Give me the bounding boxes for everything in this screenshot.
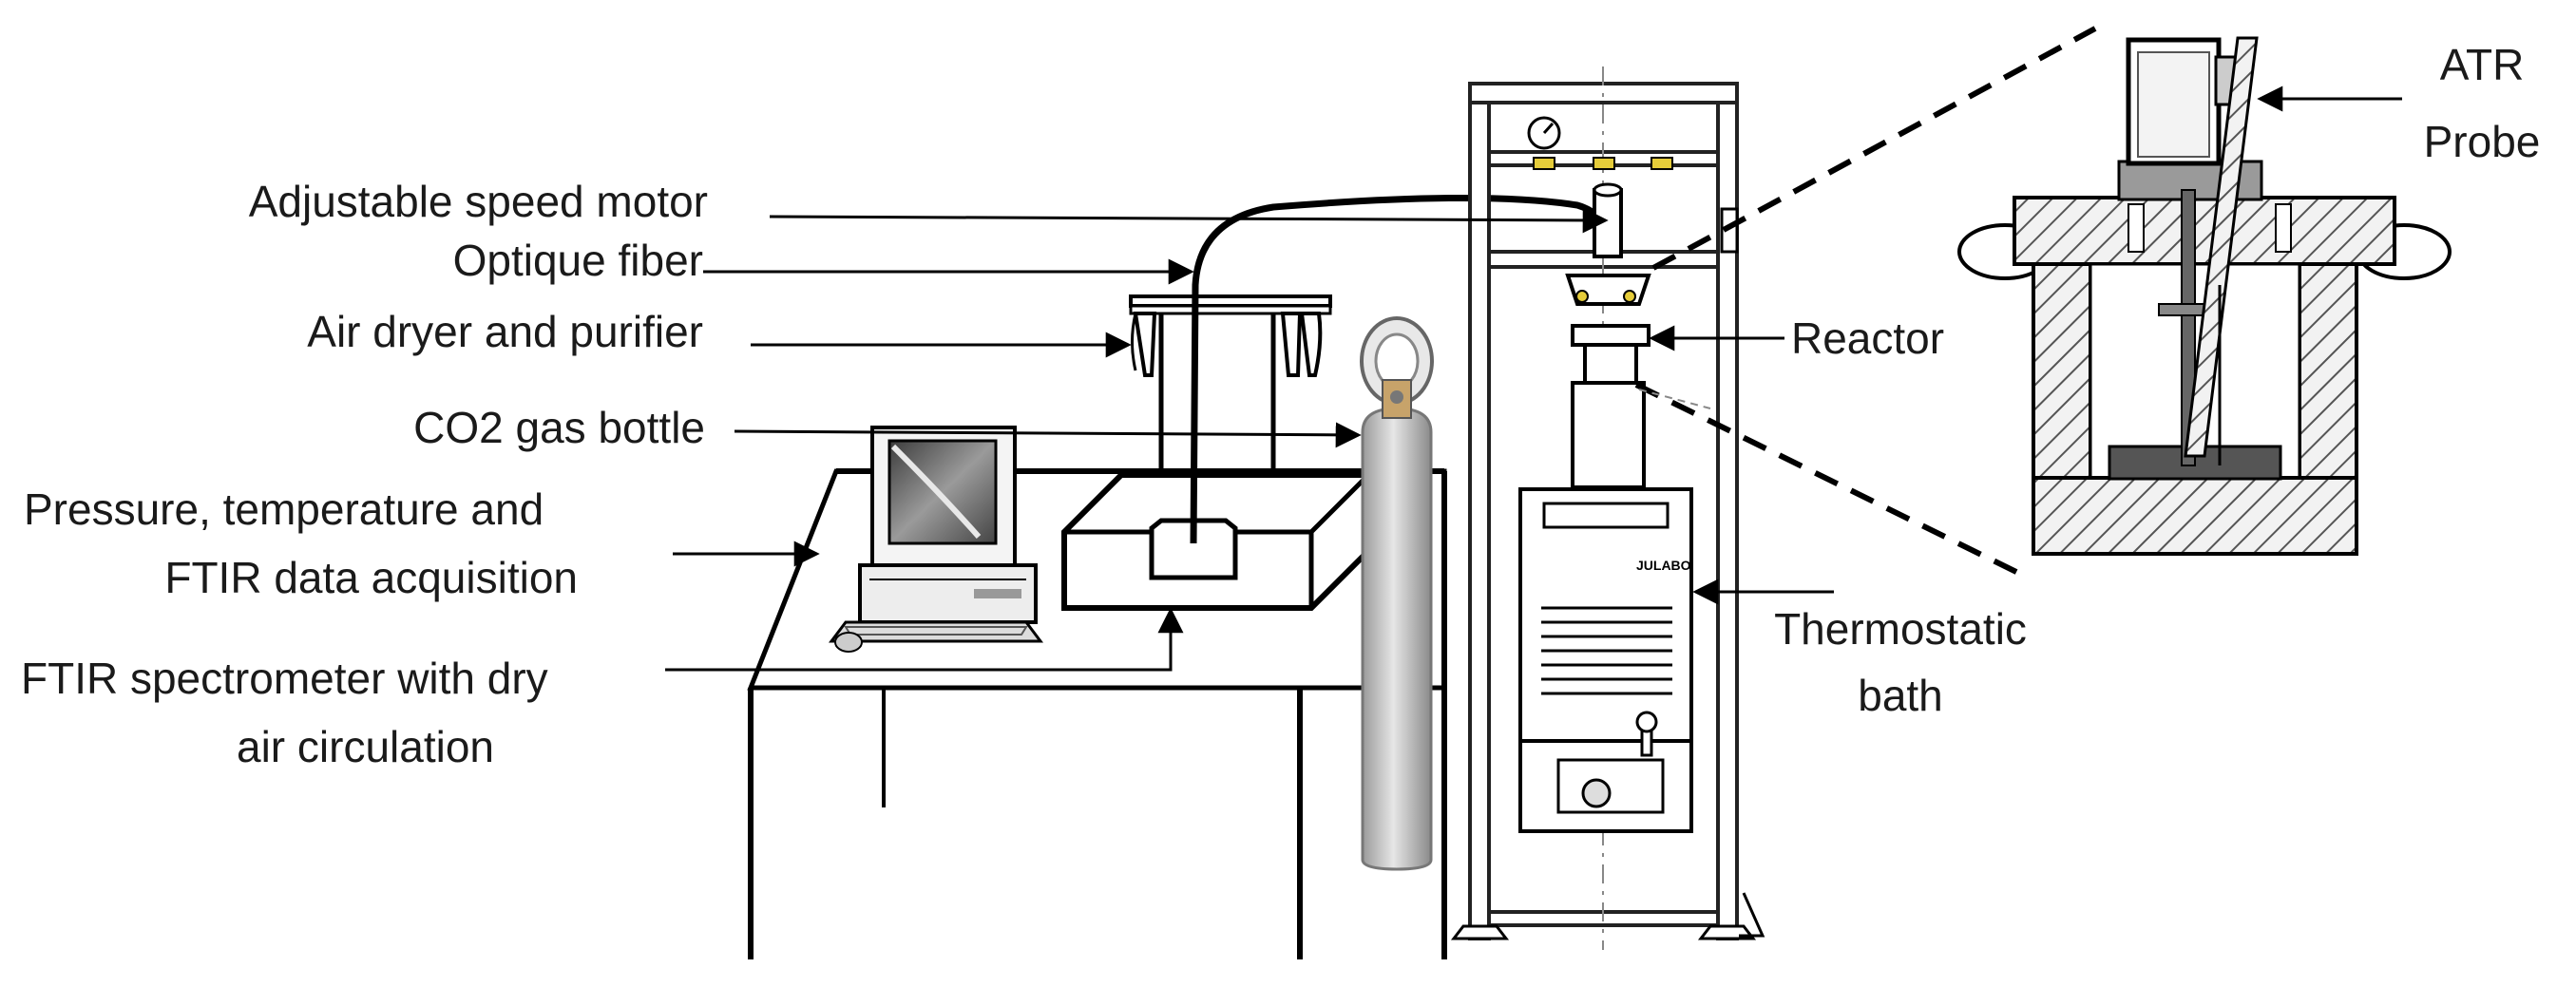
bath-brand: JULABO [1636,558,1691,573]
arrow-co2 [734,422,1362,448]
reactor [1565,274,1651,489]
label-bath-line2: bath [1858,671,1943,720]
label-atr-line2: Probe [2424,117,2541,166]
reactor-stand [1450,66,1765,950]
label-motor: Adjustable speed motor [249,177,708,226]
arrow-motor [769,207,1609,234]
arrow-ftir [665,607,1184,672]
label-atr-line1: ATR [2440,40,2525,89]
label-reactor: Reactor [1791,313,1944,363]
ftir-spectrometer [1061,472,1371,611]
label-ftir-line2: air circulation [237,722,494,771]
label-co2: CO2 gas bottle [413,403,705,452]
thermostatic-bath: JULABO [1518,487,1693,833]
co2-gas-bottle [1360,316,1434,871]
label-ftir-line1: FTIR spectrometer with dry [21,654,548,703]
zoom-line-top [1651,26,2097,271]
label-dryer: Air dryer and purifier [307,307,703,356]
reactor-cross-section [1957,36,2452,556]
label-fiber: Optique fiber [453,236,703,285]
label-acquisition-line2: FTIR data acquisition [164,553,578,602]
label-acquisition-line1: Pressure, temperature and [24,484,544,534]
computer [829,426,1043,653]
air-dryer-purifier [1129,294,1332,475]
zoom-line-bottom [1634,382,2024,578]
label-bath-line1: Thermostatic [1774,604,2027,654]
